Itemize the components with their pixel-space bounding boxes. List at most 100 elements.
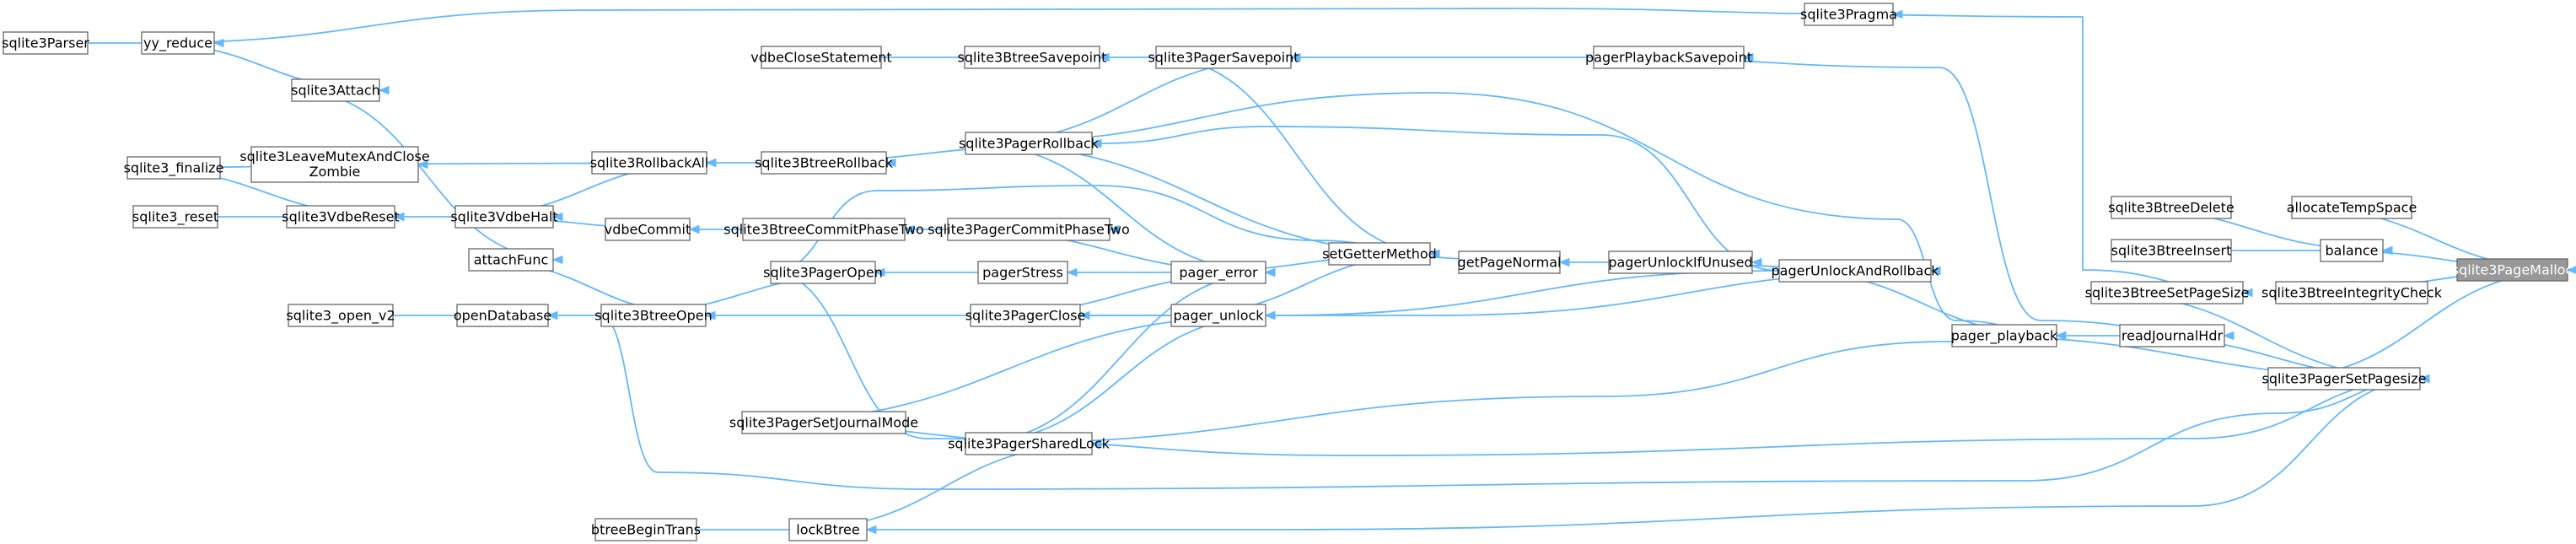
node-sqlite3btreesavepoint[interactable]: sqlite3BtreeSavepoint	[958, 46, 1107, 69]
node-label: readJournalHdr	[2122, 328, 2224, 344]
node-sqlite3pagersetpagesize[interactable]: sqlite3PagerSetPagesize	[2261, 367, 2427, 390]
edge-sqlite3pragma-to-sqlite3btreesetpagesize	[1804, 13, 2253, 298]
node-label-line1: sqlite3LeaveMutexAndClose	[239, 148, 429, 164]
node-pager-playback[interactable]: pager_playback	[1951, 324, 2058, 347]
node-label: sqlite3PagerSetPagesize	[2261, 371, 2426, 387]
node-pagerunlockandrollback[interactable]: pagerUnlockAndRollback	[1771, 259, 1939, 283]
node-yy-reduce[interactable]: yy_reduce	[141, 31, 215, 55]
node-sqlite3vdbehalt[interactable]: sqlite3VdbeHalt	[450, 205, 558, 229]
node-sqlite3pagerclose[interactable]: sqlite3PagerClose	[965, 304, 1086, 327]
node-vdbecommit[interactable]: vdbeCommit	[605, 218, 691, 241]
node-label: getPageNormal	[1458, 255, 1562, 271]
node-label: sqlite3BtreeIntegrityCheck	[2261, 285, 2443, 301]
node-label: pagerStress	[982, 265, 1063, 281]
node-label: sqlite3_open_v2	[286, 308, 395, 325]
node-label: setGetterMethod	[1322, 246, 1437, 262]
node-label: sqlite3VdbeReset	[282, 209, 399, 225]
node-label: lockBtree	[796, 522, 859, 538]
node-pagerunlockifunused[interactable]: pagerUnlockIfUnused	[1608, 250, 1753, 274]
node-label: sqlite3BtreeInsert	[2111, 243, 2232, 259]
node-sqlite3pagersavepoint[interactable]: sqlite3PagerSavepoint	[1148, 46, 1299, 69]
node-allocatetempspace[interactable]: allocateTempSpace	[2287, 196, 2417, 219]
node-label: sqlite3_finalize	[124, 160, 224, 177]
node-sqlite3btreesetpagesize[interactable]: sqlite3BtreeSetPageSize	[2085, 281, 2250, 304]
node-pager-unlock[interactable]: pager_unlock	[1170, 304, 1266, 327]
node-sqlite3pagersetjournalmode[interactable]: sqlite3PagerSetJournalMode	[729, 411, 918, 434]
node-label: allocateTempSpace	[2287, 200, 2417, 216]
node-setgettermethod[interactable]: setGetterMethod	[1322, 242, 1437, 266]
node-label: sqlite3PagerCommitPhaseTwo	[928, 222, 1130, 238]
node-pagerstress[interactable]: pagerStress	[977, 261, 1068, 284]
node-label: yy_reduce	[143, 35, 212, 52]
node-readjournalhdr[interactable]: readJournalHdr	[2119, 324, 2225, 347]
node-label: sqlite3BtreeSetPageSize	[2085, 285, 2250, 301]
edge-sqlite3pagersavepoint-to-setgettermethod	[1155, 57, 1440, 259]
node-label: btreeBeginTrans	[591, 522, 701, 538]
node-label: pager_unlock	[1173, 308, 1264, 325]
node-label: sqlite3Parser	[2, 35, 89, 51]
node-sqlite3btreeopen[interactable]: sqlite3BtreeOpen	[594, 304, 713, 327]
node-sqlite3-open-v2[interactable]: sqlite3_open_v2	[286, 304, 395, 327]
node-label: sqlite3_reset	[132, 209, 218, 226]
node-pagerplaybacksavepoint[interactable]: pagerPlaybackSavepoint	[1585, 46, 1752, 69]
node-label: attachFunc	[474, 252, 549, 268]
node-sqlite3btreeintegritycheck[interactable]: sqlite3BtreeIntegrityCheck	[2261, 281, 2443, 304]
node-label: pagerUnlockIfUnused	[1608, 255, 1752, 271]
node-label-line2: Zombie	[309, 164, 361, 180]
node-label: openDatabase	[454, 308, 551, 324]
edge-lockbtree-to-sqlite3pagersetpagesize	[789, 374, 2430, 531]
node-sqlite3attach[interactable]: sqlite3Attach	[291, 78, 380, 102]
node-sqlite3btreedelete[interactable]: sqlite3BtreeDelete	[2108, 196, 2235, 219]
node-opendatabase[interactable]: openDatabase	[454, 304, 551, 327]
node-lockbtree[interactable]: lockBtree	[788, 518, 868, 541]
edge-sqlite3pagersharedlock-to-pager-playback	[965, 331, 2067, 444]
node-sqlite3-reset[interactable]: sqlite3_reset	[132, 205, 218, 229]
node-label: vdbeCloseStatement	[750, 50, 891, 66]
node-attachfunc[interactable]: attachFunc	[468, 248, 554, 272]
node-sqlite3-finalize[interactable]: sqlite3_finalize	[124, 156, 224, 180]
node-label: sqlite3PagerOpen	[763, 265, 883, 281]
node-sqlite3parser[interactable]: sqlite3Parser	[2, 31, 89, 55]
node-sqlite3pageropen[interactable]: sqlite3PagerOpen	[763, 261, 883, 284]
node-label: pager_playback	[1951, 328, 2058, 345]
node-label: sqlite3PagerSharedLock	[948, 436, 1111, 452]
node-label: vdbeCommit	[605, 222, 691, 238]
node-sqlite3rollbackall[interactable]: sqlite3RollbackAll	[590, 151, 709, 175]
node-balance[interactable]: balance	[2320, 239, 2384, 262]
node-label: pagerUnlockAndRollback	[1771, 263, 1939, 279]
edge-pagerunlockandrollback-to-pager-unlock	[1264, 270, 1780, 320]
node-label: sqlite3Attach	[291, 83, 380, 99]
edge-sqlite3pagersetjournalmode-to-pager-unlock	[741, 310, 1276, 423]
node-vdbeclosestatement[interactable]: vdbeCloseStatement	[750, 46, 892, 69]
node-sqlite3pagemalloc[interactable]: sqlite3PageMalloc	[2452, 258, 2573, 282]
node-getpagenormal[interactable]: getPageNormal	[1458, 250, 1562, 274]
node-label: sqlite3RollbackAll	[590, 155, 709, 171]
node-sqlite3btreeinsert[interactable]: sqlite3BtreeInsert	[2111, 239, 2232, 262]
edge-yy-reduce-to-sqlite3pragma	[141, 8, 1903, 44]
edge-sqlite3pageropen-to-setgettermethod	[770, 185, 1440, 273]
node-sqlite3pagercommitphasetwo[interactable]: sqlite3PagerCommitPhaseTwo	[928, 218, 1130, 241]
node-label: pagerPlaybackSavepoint	[1585, 50, 1752, 66]
node-label: sqlite3BtreeDelete	[2108, 200, 2234, 216]
node-sqlite3btreecommitphasetwo[interactable]: sqlite3BtreeCommitPhaseTwo	[723, 218, 924, 241]
node-sqlite3vdbereset[interactable]: sqlite3VdbeReset	[282, 205, 400, 229]
node-label: sqlite3BtreeRollback	[755, 155, 894, 171]
node-label: pager_error	[1179, 265, 1258, 282]
node-label: sqlite3PageMalloc	[2452, 262, 2573, 278]
node-btreebegintrans[interactable]: btreeBeginTrans	[591, 518, 701, 541]
node-label: balance	[2326, 243, 2379, 259]
edge-sqlite3pagerrollback-to-pager-error	[965, 143, 1276, 277]
node-label: sqlite3BtreeOpen	[594, 308, 713, 324]
graph-edges	[3, 8, 2576, 535]
node-sqlite3pragma[interactable]: sqlite3Pragma	[1800, 3, 1897, 26]
graph-nodes: sqlite3PageMalloc allocateTempSpace balanc…	[2, 3, 2573, 541]
node-sqlite3btreerollback[interactable]: sqlite3BtreeRollback	[755, 151, 894, 175]
node-label: sqlite3PagerSetJournalMode	[729, 415, 918, 431]
node-label: sqlite3Pragma	[1800, 7, 1897, 23]
node-label: sqlite3PagerClose	[965, 308, 1086, 324]
node-pager-error[interactable]: pager_error	[1170, 261, 1266, 284]
node-sqlite3pagersharedlock[interactable]: sqlite3PagerSharedLock	[948, 432, 1111, 455]
node-sqlite3pagerrollback[interactable]: sqlite3PagerRollback	[959, 132, 1100, 155]
